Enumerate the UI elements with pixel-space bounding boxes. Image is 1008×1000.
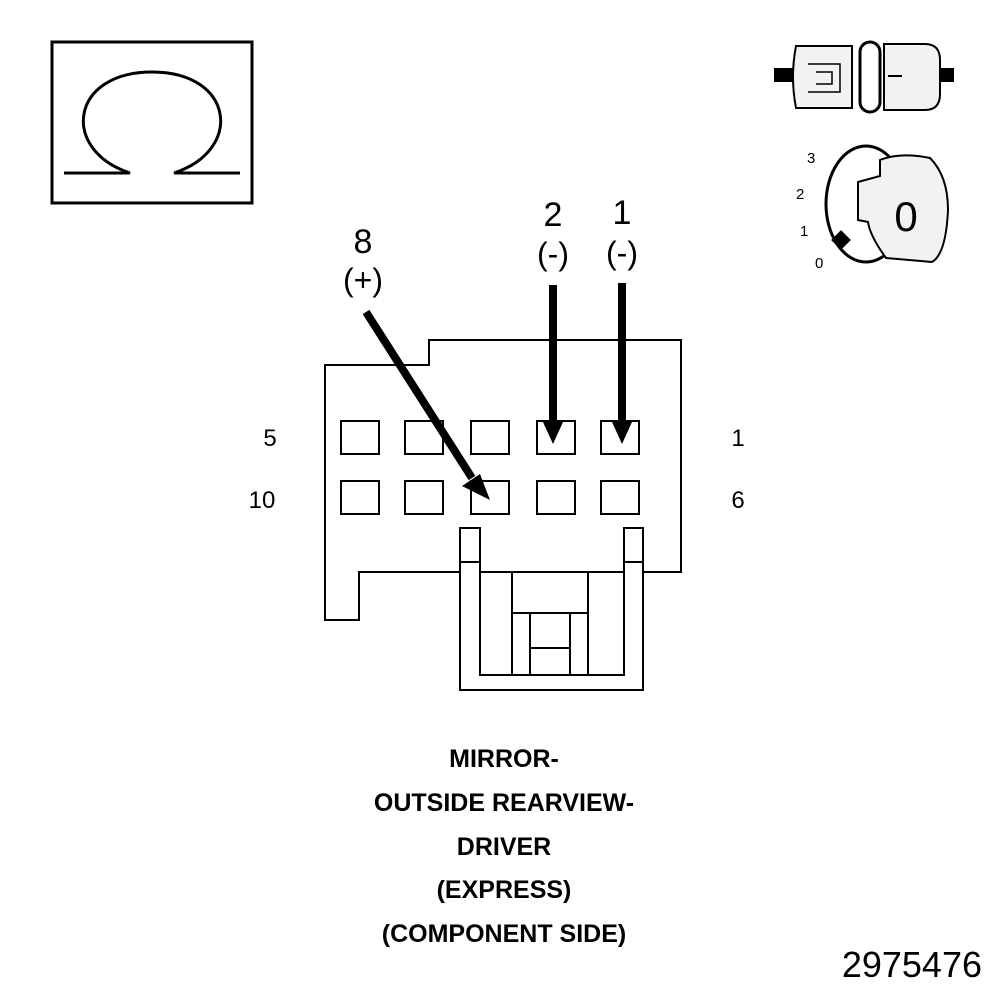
- ignition-key-label: 0: [894, 193, 917, 240]
- caption-line-2: OUTSIDE REARVIEW-: [373, 789, 635, 817]
- ohm-meter-icon: [50, 40, 254, 205]
- probe-arrowhead-8: [462, 474, 490, 500]
- cavity-6: [600, 480, 640, 515]
- cavity-grid: [340, 420, 640, 515]
- caption-line-4: (EXPRESS): [436, 876, 572, 904]
- row-label-bottom-left: 10: [249, 487, 276, 514]
- probe-pin-1: 1: [613, 194, 632, 232]
- connector-disconnected-icon: [774, 40, 954, 114]
- probe-polarity-8: (+): [343, 262, 383, 298]
- ignition-position-0: 0: [815, 255, 823, 272]
- probe-arrowhead-2: [543, 422, 563, 444]
- row-label-top-left: 5: [263, 425, 276, 452]
- connector-housing: [324, 339, 682, 691]
- cavity-9: [404, 480, 444, 515]
- ignition-position-2: 2: [796, 186, 804, 203]
- figure-number: 2975476: [841, 944, 982, 985]
- cavity-7: [536, 480, 576, 515]
- probe-arrowhead-1: [612, 422, 632, 444]
- probe-arrow-8: [362, 309, 476, 481]
- probe-polarity-1: (-): [606, 235, 638, 271]
- probe-pin-8: 8: [354, 223, 373, 261]
- ignition-position-1: 1: [800, 223, 808, 240]
- caption-line-5: (COMPONENT SIDE): [381, 920, 627, 948]
- cavity-5: [340, 420, 380, 455]
- probe-polarity-2: (-): [537, 236, 569, 272]
- row-label-bottom-right: 6: [731, 487, 744, 514]
- row-label-top-right: 1: [731, 425, 744, 452]
- caption-line-3: DRIVER: [456, 833, 552, 861]
- cavity-10: [340, 480, 380, 515]
- caption-line-1: MIRROR-: [449, 745, 559, 773]
- probe-arrows: [362, 283, 632, 500]
- ignition-key-icon: 3 2 1 0 0: [796, 144, 950, 272]
- probe-pin-2: 2: [544, 196, 563, 234]
- cavity-3: [470, 420, 510, 455]
- ignition-position-3: 3: [807, 150, 815, 167]
